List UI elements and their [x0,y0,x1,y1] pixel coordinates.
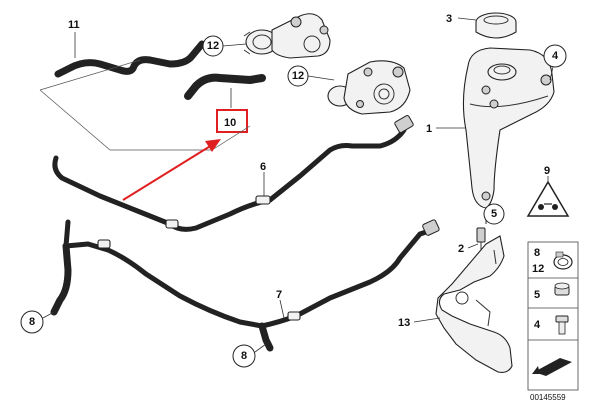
callout-6: 6 [260,161,266,173]
callout-8a-circle [20,310,44,334]
callout-12a: 12 [207,40,219,52]
bracket-13 [435,235,513,373]
legend-5: 5 [534,289,540,301]
leader-8b [254,343,267,353]
callout-10: 10 [224,117,236,129]
callout-8b-circle [232,344,256,368]
callout-8b: 8 [241,350,247,362]
callout-4: 4 [552,50,559,62]
legend-8: 8 [534,247,540,259]
callout-5-circle [483,203,505,225]
diagram-code: 00145559 [530,393,566,402]
screw-icon [555,315,569,335]
leader-3 [457,17,477,21]
callout-13: 13 [398,317,410,329]
direction-arrow-icon [532,358,572,376]
expansion-tank-1 [462,47,555,224]
hose-8-lower [258,322,274,352]
pipe-7 [63,219,440,329]
callout-9: 9 [544,165,550,177]
callout-2: 2 [458,243,464,255]
leader-2 [467,243,479,249]
thermostat-housing-lower [327,60,411,115]
hose-clamp-icon [553,251,573,270]
callout-3: 3 [446,13,452,25]
highlight-box-10 [216,109,248,133]
leader-7 [279,299,285,319]
legend-4: 4 [534,319,541,331]
callout-11: 11 [68,19,80,31]
callout-5: 5 [491,208,497,220]
hose-8-left [50,242,72,316]
callout-8a: 8 [29,316,35,328]
pipe-6 [52,115,414,232]
nut-icon [554,282,570,296]
hose-11 [54,40,206,78]
callout-12b: 12 [292,70,304,82]
leader-12b [307,75,335,81]
callout-4-circle [543,44,567,68]
legend-12: 12 [532,263,544,275]
callout-1: 1 [426,123,432,135]
callout-7: 7 [276,289,282,301]
assembly-lines [39,59,251,151]
fastener-legend [527,241,579,391]
leader-13 [413,317,441,323]
warning-label-9 [526,180,570,217]
highlight-arrow [122,139,221,201]
thermostat-housing-upper [243,13,331,59]
leader-12a [222,43,247,47]
leader-4 [549,66,554,81]
hose-10 [184,73,266,100]
cap-3 [475,12,517,39]
leader-8a [42,311,55,319]
